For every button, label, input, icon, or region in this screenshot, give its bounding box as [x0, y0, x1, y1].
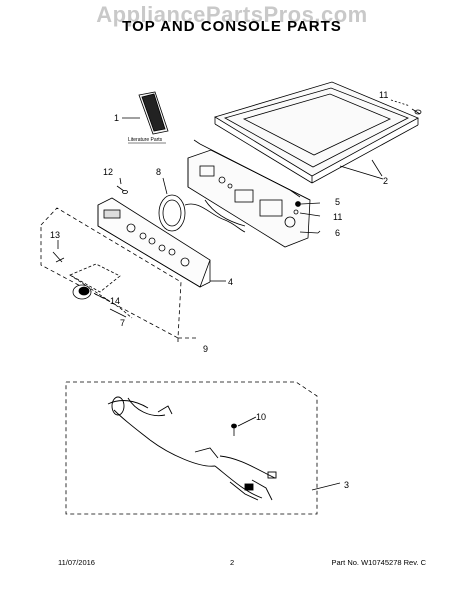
footer-part-number: Part No. W10745278 Rev. C [331, 558, 427, 567]
console-housing [187, 139, 319, 248]
callout-4: 4 [228, 277, 233, 287]
screw-5 [295, 201, 321, 207]
screw-11-top [390, 99, 422, 115]
callout-7: 7 [120, 318, 125, 328]
callout-2: 2 [383, 176, 388, 186]
callout-5: 5 [335, 197, 340, 207]
callout-11-top: 11 [379, 90, 388, 100]
wire-harness-outline [65, 381, 318, 515]
top-panel [214, 81, 419, 184]
wire-harness [107, 396, 341, 501]
panel-assembly-outline [40, 207, 198, 345]
callout-12: 12 [103, 167, 113, 177]
overlay-and-knob [69, 263, 133, 319]
footer-page-number: 2 [230, 558, 235, 567]
watermark: AppliancePartsPros.com [96, 2, 368, 27]
callout-14: 14 [110, 296, 120, 306]
literature-booklet [122, 91, 169, 135]
callout-11-console: 11 [333, 212, 342, 222]
callout-9: 9 [203, 344, 208, 354]
page-title: TOP AND CONSOLE PARTS [122, 18, 342, 35]
callout-13: 13 [50, 230, 60, 240]
part-13 [52, 240, 65, 263]
callout-10: 10 [256, 412, 266, 422]
screw-10 [231, 416, 257, 436]
screw-12 [116, 177, 128, 194]
callout-3: 3 [344, 480, 349, 490]
callout-8: 8 [156, 167, 161, 177]
screw-11-console [293, 209, 321, 217]
callout-6: 6 [335, 228, 340, 238]
literature-label: Literature Parts [128, 137, 163, 143]
callout-1: 1 [114, 113, 119, 123]
control-panel [97, 197, 226, 288]
footer-date: 11/07/2016 [58, 558, 95, 567]
knob-harness [158, 177, 246, 233]
